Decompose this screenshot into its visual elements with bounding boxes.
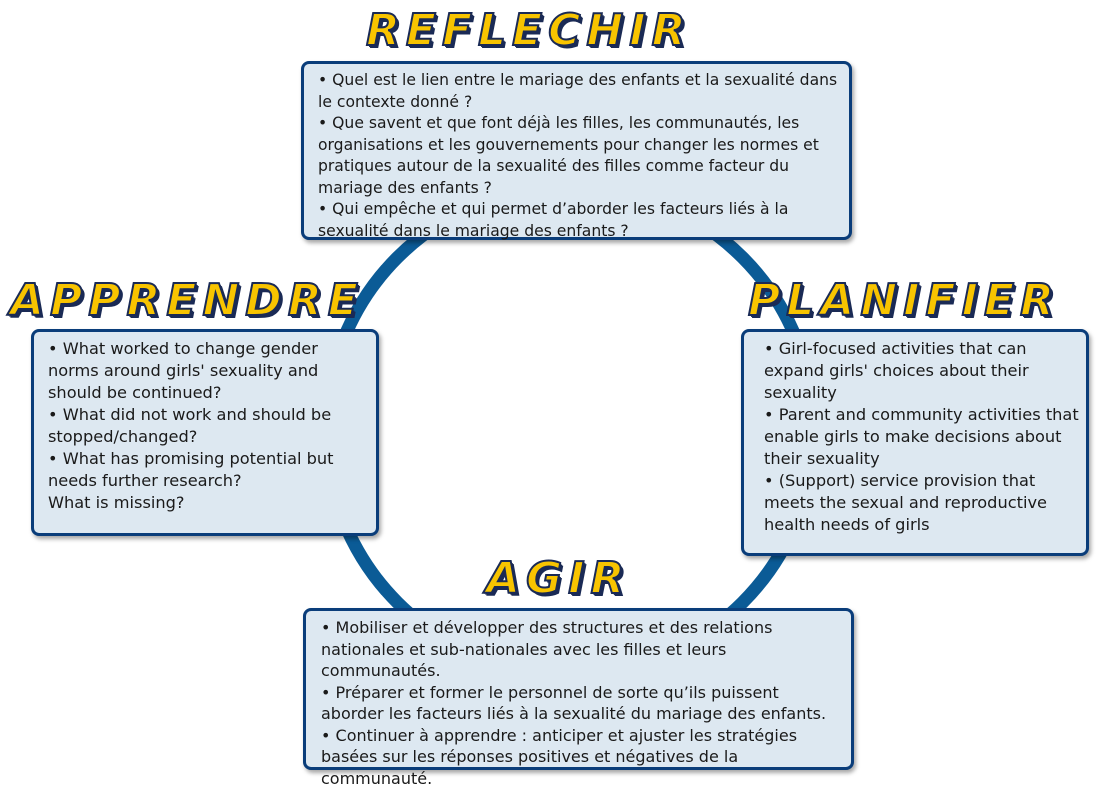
reflechir-list: Quel est le lien entre le mariage des en… [318, 70, 843, 242]
apprendre-item: What worked to change gender norms aroun… [48, 338, 370, 404]
planifier-box: Girl-focused activities that can expand … [741, 329, 1089, 556]
agir-item: Continuer à apprendre : anticiper et aju… [321, 725, 845, 789]
reflechir-box: Quel est le lien entre le mariage des en… [301, 61, 852, 240]
reflechir-item: Qui empêche et qui permet d’aborder les … [318, 199, 843, 242]
apprendre-box: What worked to change gender norms aroun… [31, 329, 379, 536]
apprendre-item: What has promising potential but needs f… [48, 448, 370, 492]
reflechir-item: Quel est le lien entre le mariage des en… [318, 70, 843, 113]
agir-item: Préparer et former le personnel de sorte… [321, 682, 845, 725]
planifier-item: Girl-focused activities that can expand … [764, 338, 1080, 404]
reflechir-heading: REFLECHIR [366, 4, 691, 58]
agir-heading: AGIR [486, 552, 630, 606]
planifier-item: (Support) service provision that meets t… [764, 470, 1080, 536]
agir-item: Mobiliser et développer des structures e… [321, 617, 845, 682]
planifier-list: Girl-focused activities that can expand … [764, 338, 1080, 536]
planifier-item: Parent and community activities that ena… [764, 404, 1080, 470]
apprendre-list: What worked to change gender norms aroun… [48, 338, 370, 514]
reflechir-item: Que savent et que font déjà les filles, … [318, 113, 843, 199]
agir-list: Mobiliser et développer des structures e… [321, 617, 845, 789]
apprendre-heading: APPRENDRE [10, 274, 364, 328]
planifier-heading: PLANIFIER [748, 274, 1060, 328]
agir-box: Mobiliser et développer des structures e… [303, 608, 854, 770]
apprendre-item: What did not work and should be stopped/… [48, 404, 370, 448]
apprendre-extra-item: What is missing? [48, 492, 370, 514]
